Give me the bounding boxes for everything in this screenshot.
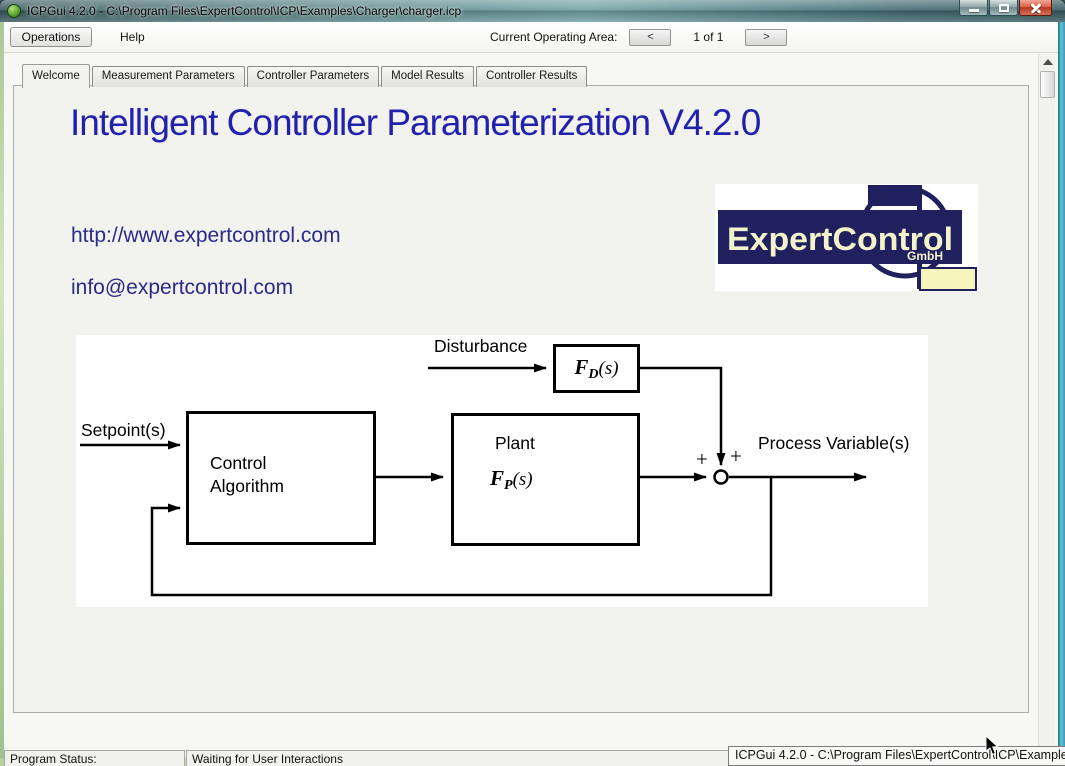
disturbance-transfer-block: FD(s): [553, 344, 640, 393]
logo-yellow-rect: [919, 267, 977, 291]
prev-area-button[interactable]: <: [629, 28, 672, 46]
scroll-up-icon: [1043, 59, 1053, 65]
fd-f: F: [574, 354, 589, 379]
plus-sign-left: +: [696, 447, 708, 471]
logo-name: ExpertControl: [727, 221, 953, 257]
fd-formula: FD(s): [574, 355, 618, 383]
operating-area-label: Current Operating Area:: [490, 30, 618, 44]
fd-sub: D: [588, 366, 599, 382]
fp-f: F: [490, 466, 505, 490]
plant-block: Plant FP(s): [451, 413, 640, 546]
control-line1: Control: [210, 453, 267, 473]
tab-controller-parameters[interactable]: Controller Parameters: [246, 66, 380, 87]
scroll-up-button[interactable]: [1039, 54, 1056, 70]
logo-graphic: ExpertControl GmbH: [715, 184, 978, 291]
tab-controller-results[interactable]: Controller Results: [476, 66, 588, 87]
titlebar[interactable]: ICPGui 4.2.0 - C:\Program Files\ExpertCo…: [0, 0, 1065, 22]
process-variable-label: Process Variable(s): [758, 433, 910, 453]
page-title: Intelligent Controller Parameterization …: [70, 102, 761, 143]
plus-sign-right: +: [730, 444, 742, 468]
fd-output-wire: [640, 366, 726, 466]
expertcontrol-logo: ExpertControl GmbH: [715, 184, 978, 291]
menu-help[interactable]: Help: [120, 30, 145, 44]
status-label-cell: Program Status:: [4, 750, 185, 766]
logo-suffix: GmbH: [907, 249, 943, 263]
path-tooltip: ICPGui 4.2.0 - C:\Program Files\ExpertCo…: [728, 746, 1065, 766]
summing-junction: [713, 469, 729, 485]
menubar: Operations Help Current Operating Area: …: [4, 22, 1058, 53]
tabstrip: Welcome Measurement Parameters Controlle…: [22, 64, 589, 88]
fp-sub: P: [504, 478, 513, 493]
maximize-icon: [999, 4, 1009, 12]
fp-args: (s): [512, 469, 533, 490]
close-button[interactable]: [1019, 0, 1052, 16]
client-area: Operations Help Current Operating Area: …: [4, 22, 1058, 766]
control-algorithm-label: Control Algorithm: [210, 452, 284, 498]
minimize-button[interactable]: [959, 0, 988, 16]
email-link[interactable]: info@expertcontrol.com: [71, 276, 294, 299]
maximize-button[interactable]: [989, 0, 1018, 16]
control-line2: Algorithm: [210, 476, 284, 496]
tab-measurement-parameters[interactable]: Measurement Parameters: [91, 66, 245, 87]
control-loop-diagram: Disturbance Setpoint(s) Process Variable…: [76, 335, 928, 607]
welcome-panel: Intelligent Controller Parameterization …: [13, 85, 1029, 713]
disturbance-label: Disturbance: [434, 336, 528, 356]
operating-area-controls: Current Operating Area: < 1 of 1 >: [490, 28, 788, 46]
vertical-scroll-thumb[interactable]: [1040, 71, 1055, 98]
area-page-indicator: 1 of 1: [693, 30, 724, 44]
fd-args: (s): [598, 357, 619, 379]
minimize-icon: [969, 9, 979, 12]
content-area: Welcome Measurement Parameters Controlle…: [4, 53, 1058, 766]
app-icon: [7, 4, 21, 18]
mouse-cursor: [985, 734, 999, 761]
control-algorithm-block: Control Algorithm: [186, 411, 376, 545]
window-border-left: [0, 22, 4, 758]
tab-model-results[interactable]: Model Results: [381, 66, 475, 87]
next-area-button[interactable]: >: [745, 28, 788, 46]
window-controls: [958, 0, 1052, 16]
fp-formula: FP(s): [490, 466, 533, 494]
diagram-wires: [80, 363, 867, 597]
setpoint-label: Setpoint(s): [81, 420, 166, 440]
plant-label: Plant: [495, 433, 535, 453]
tab-welcome[interactable]: Welcome: [22, 64, 90, 88]
menu-operations[interactable]: Operations: [10, 27, 92, 47]
website-link[interactable]: http://www.expertcontrol.com: [71, 224, 341, 247]
window-title: ICPGui 4.2.0 - C:\Program Files\ExpertCo…: [27, 4, 462, 18]
window-border-right: [1058, 22, 1065, 758]
logo-top-rect: [868, 185, 922, 206]
feedback-wire: [150, 477, 773, 597]
logo-navy-bar: [718, 210, 962, 264]
vertical-scrollbar[interactable]: [1038, 54, 1055, 766]
